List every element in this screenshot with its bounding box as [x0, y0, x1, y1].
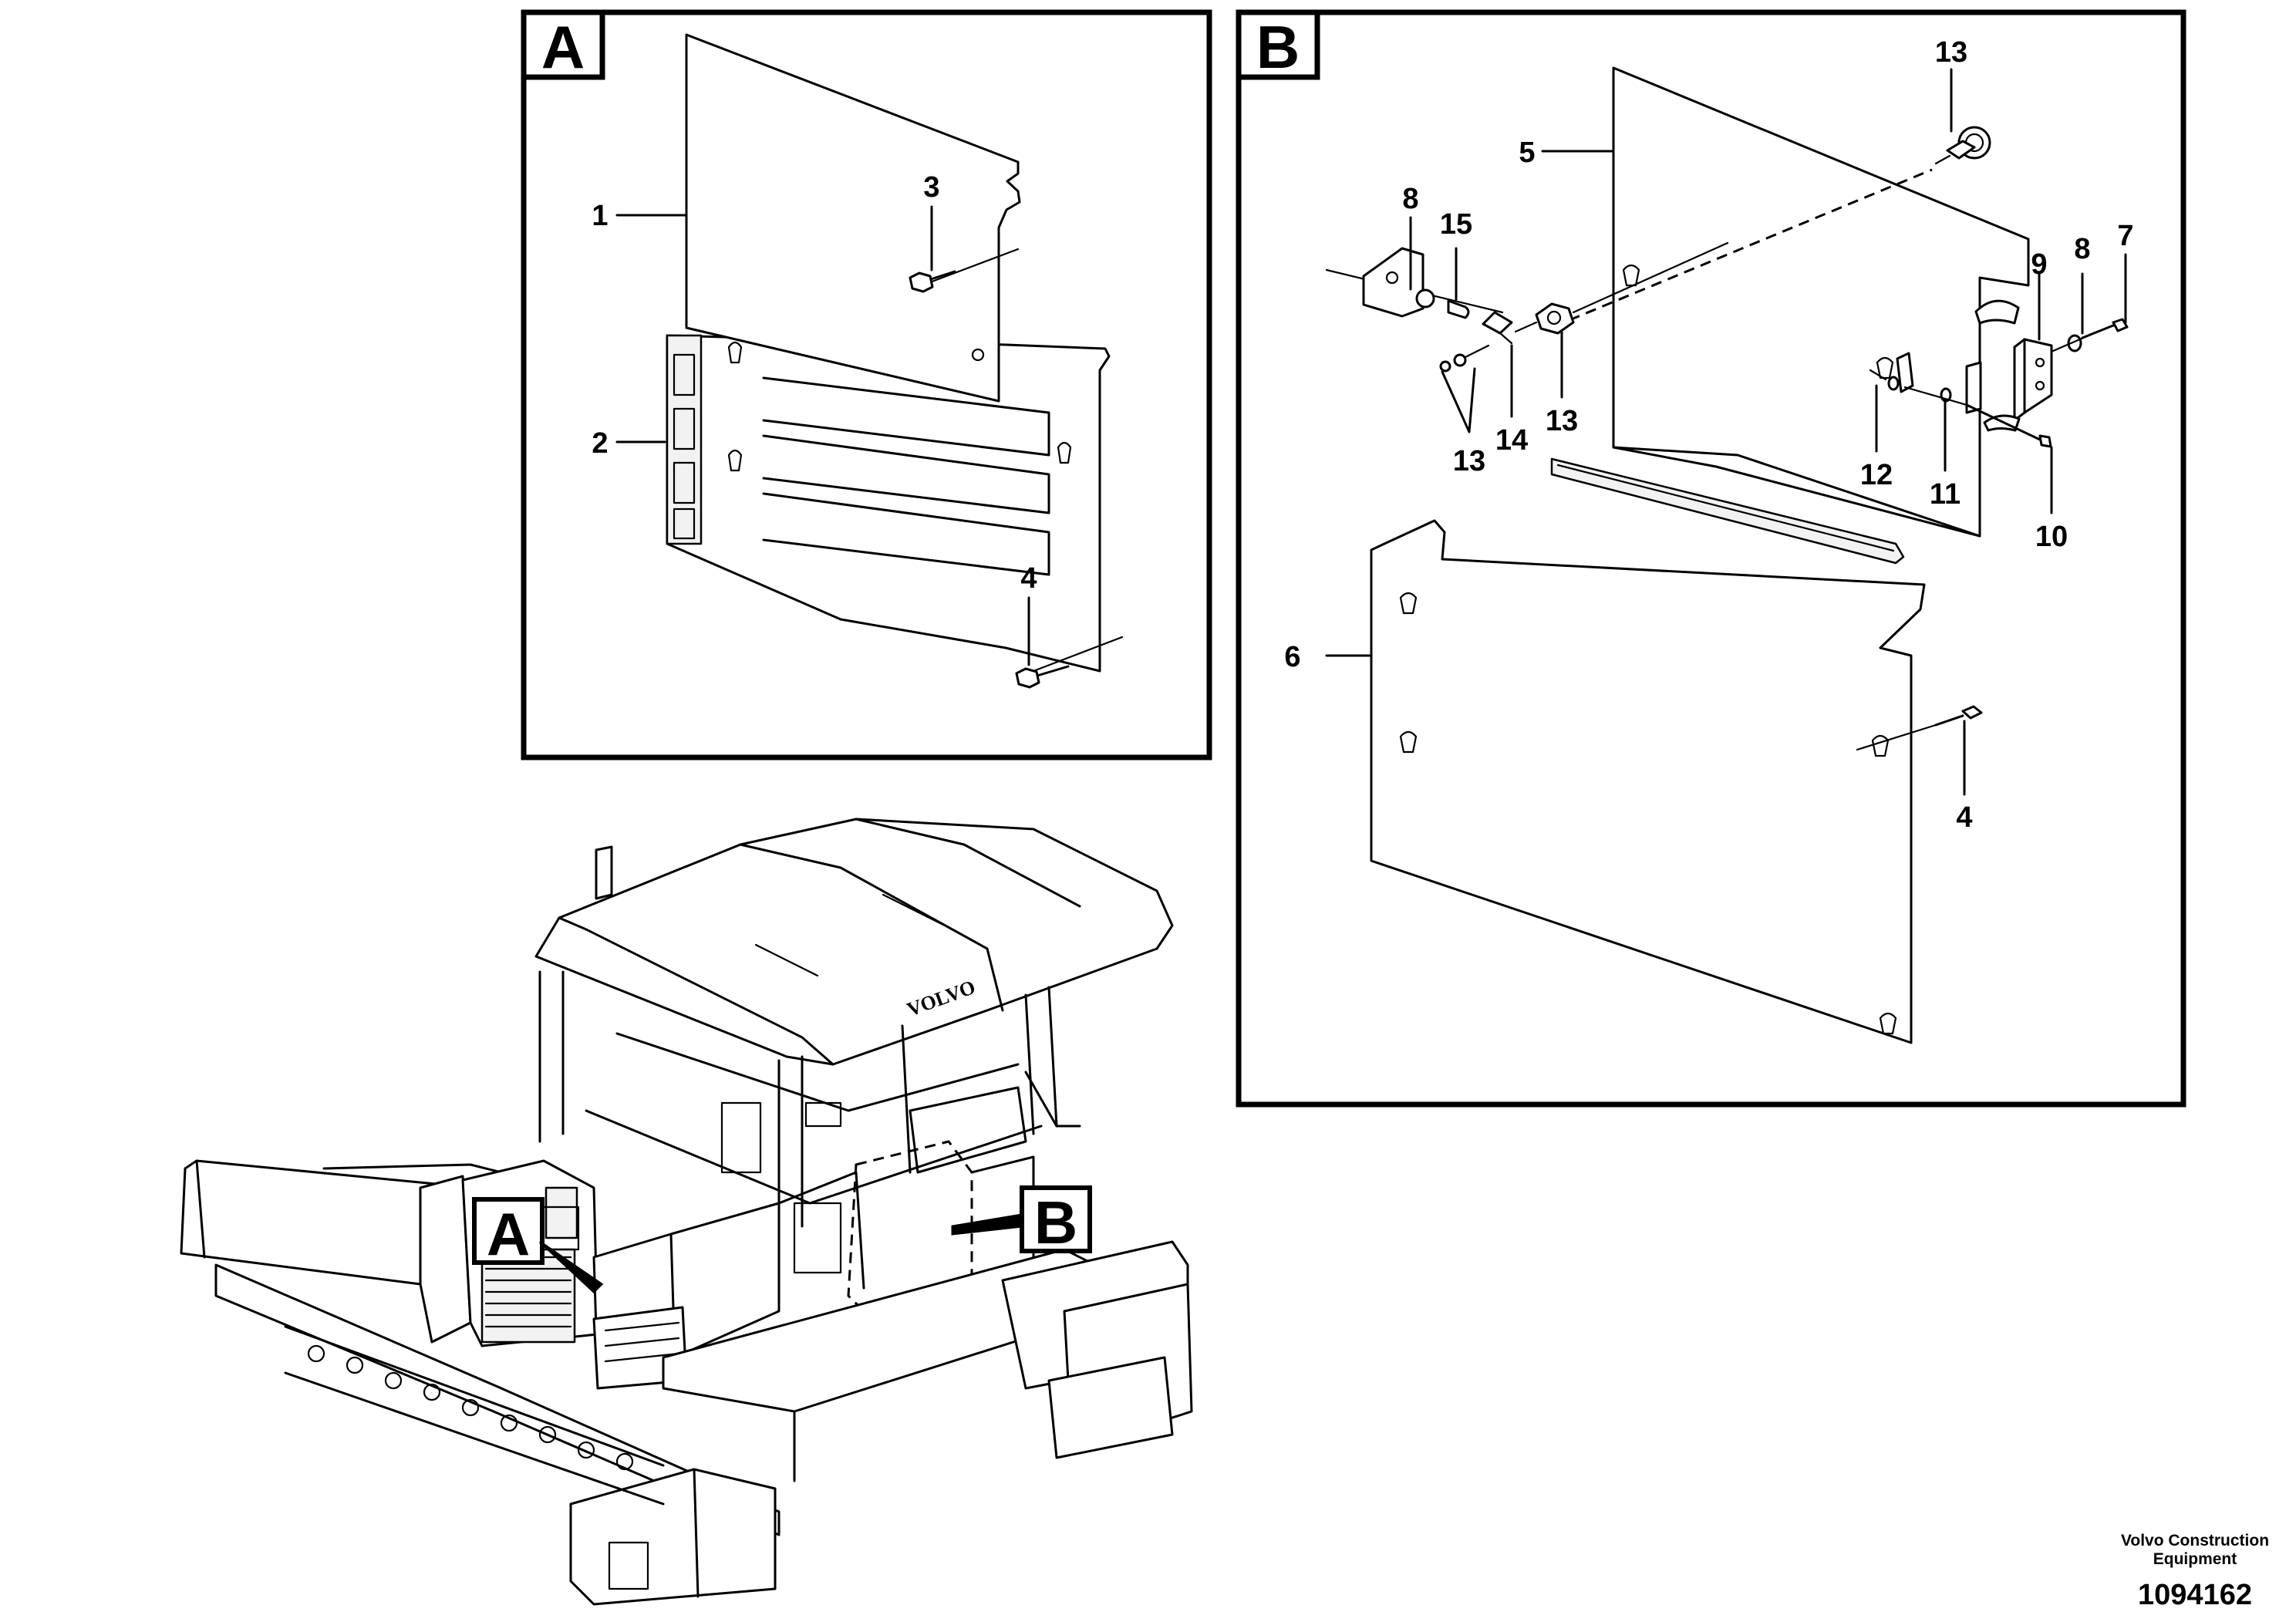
label-2: 2 [592, 427, 608, 460]
label-6: 6 [1284, 641, 1300, 673]
bracket-8-left [1325, 247, 1504, 318]
dashed-axis [1569, 168, 1933, 322]
svg-text:A: A [487, 1200, 530, 1268]
detail-b-tag: B [1256, 13, 1300, 81]
detail-a-tag-box [521, 9, 605, 80]
footer-brand: Volvo Construction Equipment 1094162 [2121, 1532, 2269, 1611]
label-9: 9 [2031, 248, 2047, 281]
label-8-right: 8 [2074, 233, 2090, 265]
label-10: 10 [2035, 521, 2068, 553]
brand-line-2: Equipment [2153, 1550, 2237, 1568]
machine-hopper [180, 1159, 503, 1344]
part-2-panel [666, 334, 1111, 673]
part-1-panel [685, 33, 1021, 403]
screws-13 [1439, 344, 1490, 373]
washer-12 [1869, 369, 1900, 391]
svg-text:B: B [1034, 1189, 1077, 1256]
brand-line-1: Volvo Construction [2121, 1532, 2269, 1549]
detail-a: A [521, 9, 1212, 760]
machine-roof: VOLVO [534, 818, 1174, 1066]
label-14: 14 [1495, 424, 1528, 457]
bolt-3 [909, 248, 1020, 293]
bolt-7 [2052, 318, 2129, 352]
label-1: 1 [592, 200, 608, 232]
overview-machine: VOLVO [180, 818, 1193, 1606]
bolt-4 [1015, 636, 1124, 689]
clip-14 [1482, 311, 1513, 345]
label-13-screws: 13 [1453, 445, 1485, 477]
detail-a-tag: A [541, 13, 585, 81]
label-8-left: 8 [1402, 183, 1418, 215]
label-3: 3 [923, 171, 939, 204]
bolt-4-b [1856, 705, 1983, 751]
machine-chassis [214, 1240, 1193, 1606]
knob-13-top [1934, 126, 1991, 165]
detail-b: B [1236, 9, 2186, 1108]
label-4: 4 [1020, 562, 1037, 595]
callout-a: A [472, 1197, 604, 1294]
detail-b-tag-box [1236, 9, 1320, 80]
seal-strip [1550, 457, 1905, 565]
pin-15 [1447, 299, 1470, 319]
detail-b-frame [1236, 9, 2186, 1108]
drawing-number: 1094162 [2138, 1579, 2252, 1611]
track-wheels [307, 1344, 634, 1471]
callout-b: B [951, 1185, 1092, 1256]
label-13-lock: 13 [1546, 405, 1578, 437]
label-11: 11 [1930, 478, 1961, 511]
label-4-b: 4 [1956, 801, 1972, 834]
detail-a-frame [521, 9, 1212, 760]
label-15: 15 [1440, 208, 1472, 241]
label-7: 7 [2117, 220, 2133, 252]
label-5: 5 [1519, 137, 1535, 169]
label-13-top: 13 [1935, 36, 1967, 69]
label-12: 12 [1860, 459, 1893, 491]
washer-8-right [2067, 334, 2082, 352]
part-6-panel [1370, 519, 1926, 1044]
bolt-10 [1903, 386, 2052, 448]
lock-13-middle [1514, 241, 1729, 335]
